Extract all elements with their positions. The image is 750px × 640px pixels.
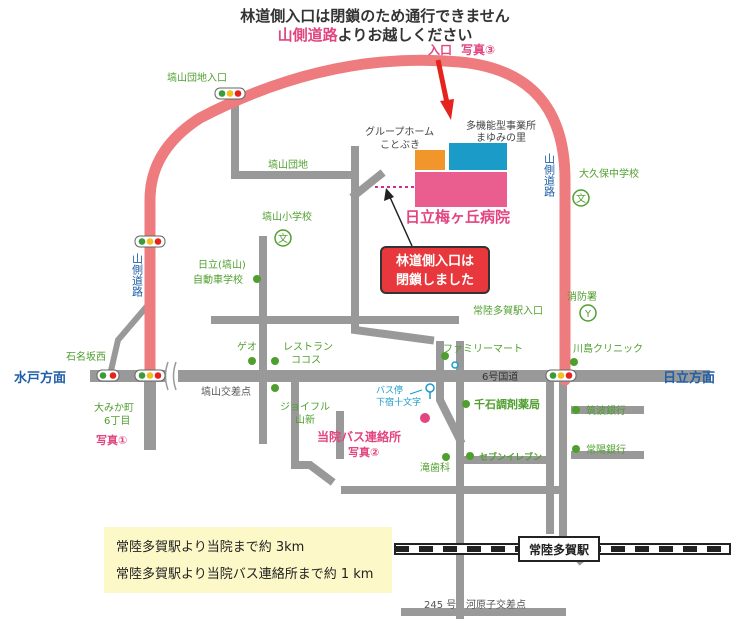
- header-highlight: 山側道路: [277, 26, 338, 44]
- entrance-arrow-head: [440, 99, 454, 120]
- closed-arrow: [388, 194, 413, 247]
- gray-roads: [211, 91, 644, 619]
- entrance-arrow: [435, 59, 450, 104]
- omika-label-1: 大みか町: [94, 401, 134, 414]
- closed-notice-line-2: 閉鎖しました: [395, 273, 474, 288]
- closed-notice: 林道側入口は 閉鎖しました: [380, 246, 490, 294]
- geo-label: ゲオ: [237, 341, 257, 353]
- distance-info-line-2: 常陸多賀駅より当院バス連絡所まで約 1 km: [116, 567, 374, 582]
- traffic-light-omika: [134, 369, 166, 382]
- station-box: [518, 536, 600, 562]
- driving-school-label-2: 自動車学校: [193, 273, 243, 286]
- fire-station-label: 消防署: [567, 290, 597, 303]
- kawarago-label: 河原子交差点: [466, 598, 526, 611]
- omika-road: [144, 378, 156, 450]
- closed-arrow-head: [384, 188, 394, 201]
- convenience-store-icon: [451, 361, 459, 369]
- svg-text:文: 文: [278, 232, 288, 245]
- school-label: 塙山小学校: [262, 210, 312, 223]
- hospital-label: 日立梅ヶ丘病院: [405, 208, 510, 226]
- route6-road: [90, 370, 710, 382]
- joyo-bank-label: 常陽銀行: [586, 443, 626, 456]
- entrance-photo-label: 写真③: [461, 42, 495, 57]
- traffic-light-ishinazaka: [96, 369, 120, 382]
- takishika-label: 滝歯科: [420, 461, 450, 474]
- group-home-label-2: ことぶき: [380, 139, 420, 151]
- traffic-light-left: [134, 235, 166, 248]
- road-break: [164, 361, 178, 391]
- landmark-dots: [248, 275, 580, 461]
- ishinazaka-road: [107, 303, 151, 376]
- photo2-label: 写真②: [348, 445, 379, 459]
- multi-facility-building: [449, 143, 507, 170]
- traffic-light-danchi: [214, 87, 246, 100]
- bus-stop-label-1: バス停: [376, 384, 403, 396]
- group-home-label-1: グループホーム: [365, 125, 434, 138]
- joyful-label-1: ジョイフル: [280, 402, 330, 413]
- multi-facility-label-2: まゆみの里: [476, 132, 526, 144]
- fire-station-icon: Y: [579, 304, 597, 322]
- route245-label: 245 号: [424, 599, 456, 611]
- route6-label: 6号国道: [482, 370, 518, 383]
- header-line-1: 林道側入口は閉鎖のため通行できません: [240, 7, 510, 25]
- mito-direction: 水戸方面: [14, 370, 66, 386]
- header-rest: よりお越しください: [337, 26, 473, 44]
- school-icon: 文: [274, 229, 292, 247]
- station-label: 常陸多賀駅: [529, 542, 590, 557]
- bus-stop-label-2: 下宿十文字: [376, 396, 421, 408]
- closed-notice-line-1: 林道側入口は: [395, 254, 474, 269]
- traffic-light-station: [545, 369, 577, 382]
- distance-info-box: 常陸多賀駅より当院まで約 3km 常陸多賀駅より当院バス連絡所まで約 1 km: [104, 527, 392, 593]
- mountain-road: [144, 54, 571, 386]
- header-line-2: 山側道路よりお越しください: [0, 24, 750, 45]
- bus-office-label: 当院バス連絡所: [317, 429, 401, 444]
- school-icon-okubo: 文: [572, 189, 590, 207]
- restaurant-label-1: レストラン: [283, 341, 333, 353]
- sengoku-label: 千石調剤薬局: [474, 397, 540, 411]
- entrance-label: 入口: [428, 43, 452, 57]
- tsukuba-bank-label: 筑波銀行: [586, 404, 626, 417]
- driving-school-label-1: 日立(塙山): [198, 258, 246, 271]
- svg-text:文: 文: [576, 192, 586, 205]
- kawashima-label: 川島クリニック: [573, 342, 643, 355]
- svg-text:Y: Y: [584, 309, 592, 320]
- shiroyama-junction-label: 塙山交差点: [201, 385, 251, 398]
- ishinazaka-label: 石名坂西: [66, 350, 106, 363]
- bus-stop-icon: [409, 383, 435, 399]
- multi-facility-label-1: 多機能型事業所: [466, 119, 536, 132]
- joyful-label-2: 山新: [295, 413, 315, 426]
- bus-office-marker: [420, 413, 430, 423]
- danchi-entrance-label: 塙山団地入口: [167, 71, 227, 84]
- distance-info-line-1: 常陸多賀駅より当院まで約 3km: [116, 540, 305, 555]
- photo1-label: 写真①: [96, 433, 127, 447]
- danchi-label: 塙山団地: [268, 158, 308, 171]
- okubo-label: 大久保中学校: [579, 167, 639, 180]
- restaurant-label-2: ココス: [291, 355, 321, 366]
- mountain-road-left-label: 山側道路: [131, 253, 144, 298]
- hospital-building: [415, 172, 507, 207]
- station-entrance-label: 常陸多賀駅入口: [473, 304, 543, 317]
- hitachi-direction: 日立方面: [663, 370, 715, 386]
- mountain-road-right-label: 山側道路: [543, 153, 556, 198]
- seven-eleven-label: セブンイレブン: [479, 451, 542, 463]
- omika-label-2: 6丁目: [104, 416, 130, 427]
- group-home-building: [415, 150, 445, 170]
- family-mart-label: ファミリーマート: [443, 344, 523, 355]
